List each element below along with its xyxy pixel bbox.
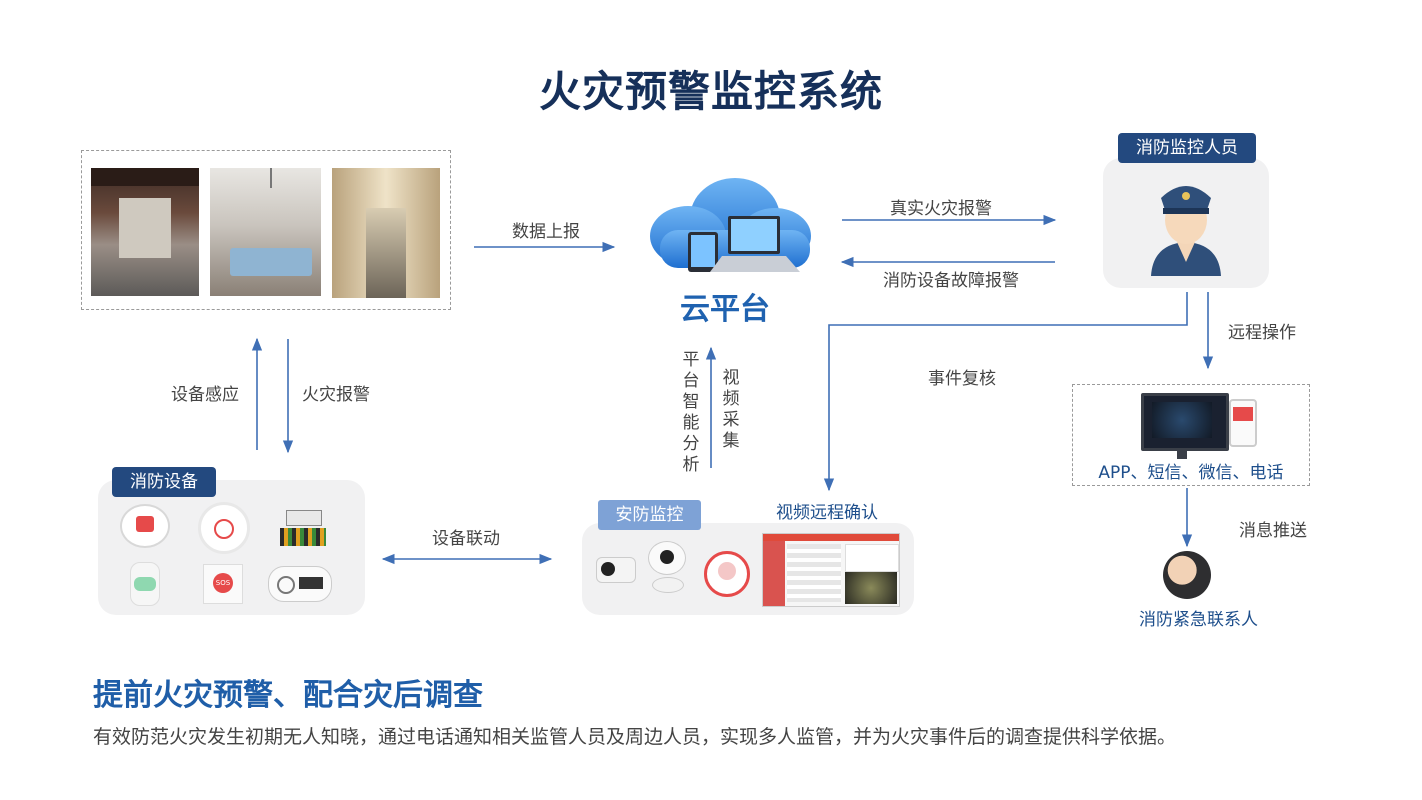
page-title: 火灾预警监控系统 [538, 67, 883, 116]
label-video-capture: 视频采集 [722, 368, 740, 451]
monitor-staff-tag: 消防监控人员 [1118, 133, 1256, 163]
pir-sensor-icon [130, 562, 160, 606]
emergency-contact-label: 消防紧急联系人 [1139, 610, 1258, 630]
police-officer-icon [1151, 186, 1221, 276]
cloud-icon [650, 178, 811, 272]
sensor-kit-icon [276, 500, 330, 550]
phone-icon [1229, 399, 1257, 447]
footer-heading: 提前火灾预警、配合灾后调查 [93, 678, 483, 713]
emergency-contact-avatar [1163, 551, 1211, 599]
fire-devices-tag: 消防设备 [112, 467, 216, 497]
label-device-fault-alarm: 消防设备故障报警 [883, 271, 1019, 291]
label-smart-analysis: 平台智能分析 [682, 350, 700, 475]
channels-label: APP、短信、微信、电话 [1098, 463, 1284, 483]
smoke-detector-icon [120, 504, 170, 548]
label-event-review: 事件复核 [928, 369, 996, 389]
label-remote-operation: 远程操作 [1228, 323, 1296, 343]
security-monitor-tag: 安防监控 [598, 500, 701, 530]
arrow-event-review [823, 292, 1188, 492]
monitor-staff-panel [1103, 158, 1269, 288]
sos-button-icon: SOS [203, 564, 243, 604]
notification-channels-frame: APP、短信、微信、电话 [1072, 384, 1310, 486]
fire-devices-panel: SOS [98, 480, 365, 615]
label-device-linkage: 设备联动 [432, 529, 500, 549]
label-device-sense: 设备感应 [171, 385, 239, 405]
footer-description: 有效防范火灾发生初期无人知晓，通过电话通知相关监管人员及周边人员，实现多人监管，… [93, 726, 1177, 748]
video-remote-confirm-label: 视频远程确认 [776, 503, 878, 523]
label-real-fire-alarm: 真实火灾报警 [890, 199, 992, 219]
scene-photo-hall [91, 168, 199, 296]
security-monitor-panel [582, 523, 914, 615]
video-dashboard-screenshot [762, 533, 900, 607]
monitor-screen-icon [1141, 393, 1229, 451]
cloud-platform-node [640, 170, 815, 280]
gas-detector-icon [268, 566, 332, 602]
ceiling-detector-icon [198, 502, 250, 554]
cloud-platform-label: 云平台 [680, 292, 770, 327]
scene-photo-bedroom [210, 168, 321, 296]
label-message-push: 消息推送 [1239, 521, 1307, 541]
outdoor-camera-icon [596, 557, 636, 583]
label-fire-alarm: 火灾报警 [302, 385, 370, 405]
scene-photo-corridor [332, 168, 440, 298]
dome-camera-icon [648, 541, 688, 593]
label-data-report: 数据上报 [512, 222, 580, 242]
alarm-siren-icon [704, 551, 750, 597]
scene-photos-frame [81, 150, 451, 310]
